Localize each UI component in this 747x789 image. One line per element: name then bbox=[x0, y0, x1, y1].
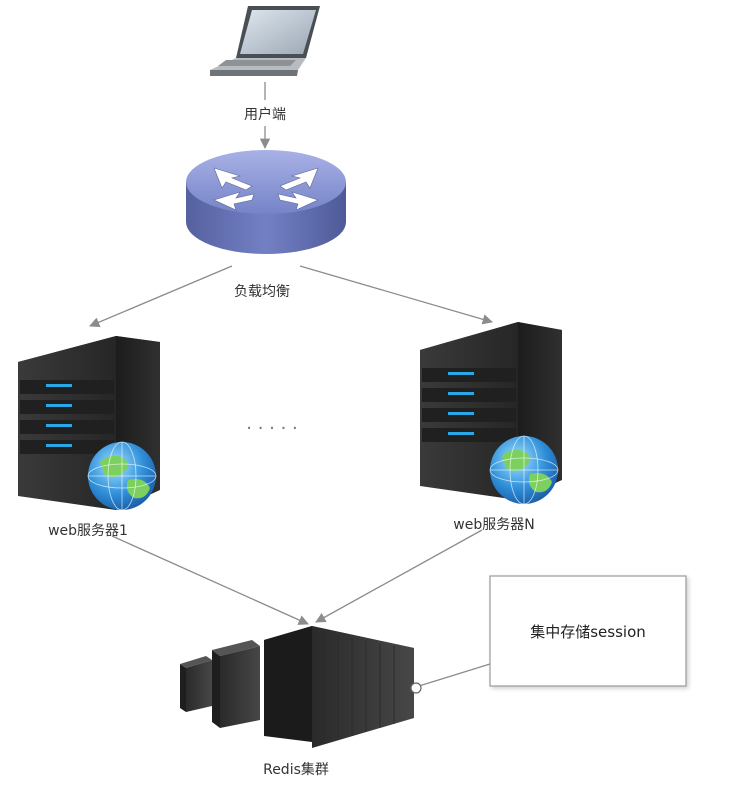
note-anchor-dot bbox=[410, 682, 422, 694]
load-balancer-label: 负载均衡 bbox=[234, 284, 290, 300]
server-drive-lights bbox=[20, 380, 114, 454]
redis-cluster-label: Redis集群 bbox=[263, 761, 329, 778]
session-note-text: 集中存储session bbox=[530, 623, 646, 641]
web1-to-redis-arrow bbox=[111, 535, 309, 625]
router-to-webn-arrow bbox=[299, 265, 493, 325]
ellipsis: · · · · · bbox=[246, 418, 298, 439]
web-server-1-label: web服务器1 bbox=[48, 523, 128, 539]
note-connector bbox=[418, 663, 491, 687]
web-server-n-label: web服务器N bbox=[453, 517, 534, 533]
client-label: 用户端 bbox=[244, 106, 286, 123]
laptop-icon bbox=[210, 6, 320, 76]
server-drive-lights bbox=[422, 368, 516, 442]
webn-to-redis-arrow bbox=[315, 529, 483, 623]
router-icon bbox=[186, 150, 346, 254]
globe-icon bbox=[87, 441, 157, 511]
session-note: 集中存储session bbox=[489, 575, 687, 687]
server-globe-icon bbox=[420, 322, 562, 505]
globe-icon bbox=[489, 435, 559, 505]
connectors bbox=[89, 82, 493, 687]
server-cluster-icon bbox=[180, 626, 422, 748]
server-globe-icon bbox=[18, 336, 160, 511]
router-to-web1-arrow bbox=[89, 265, 233, 328]
